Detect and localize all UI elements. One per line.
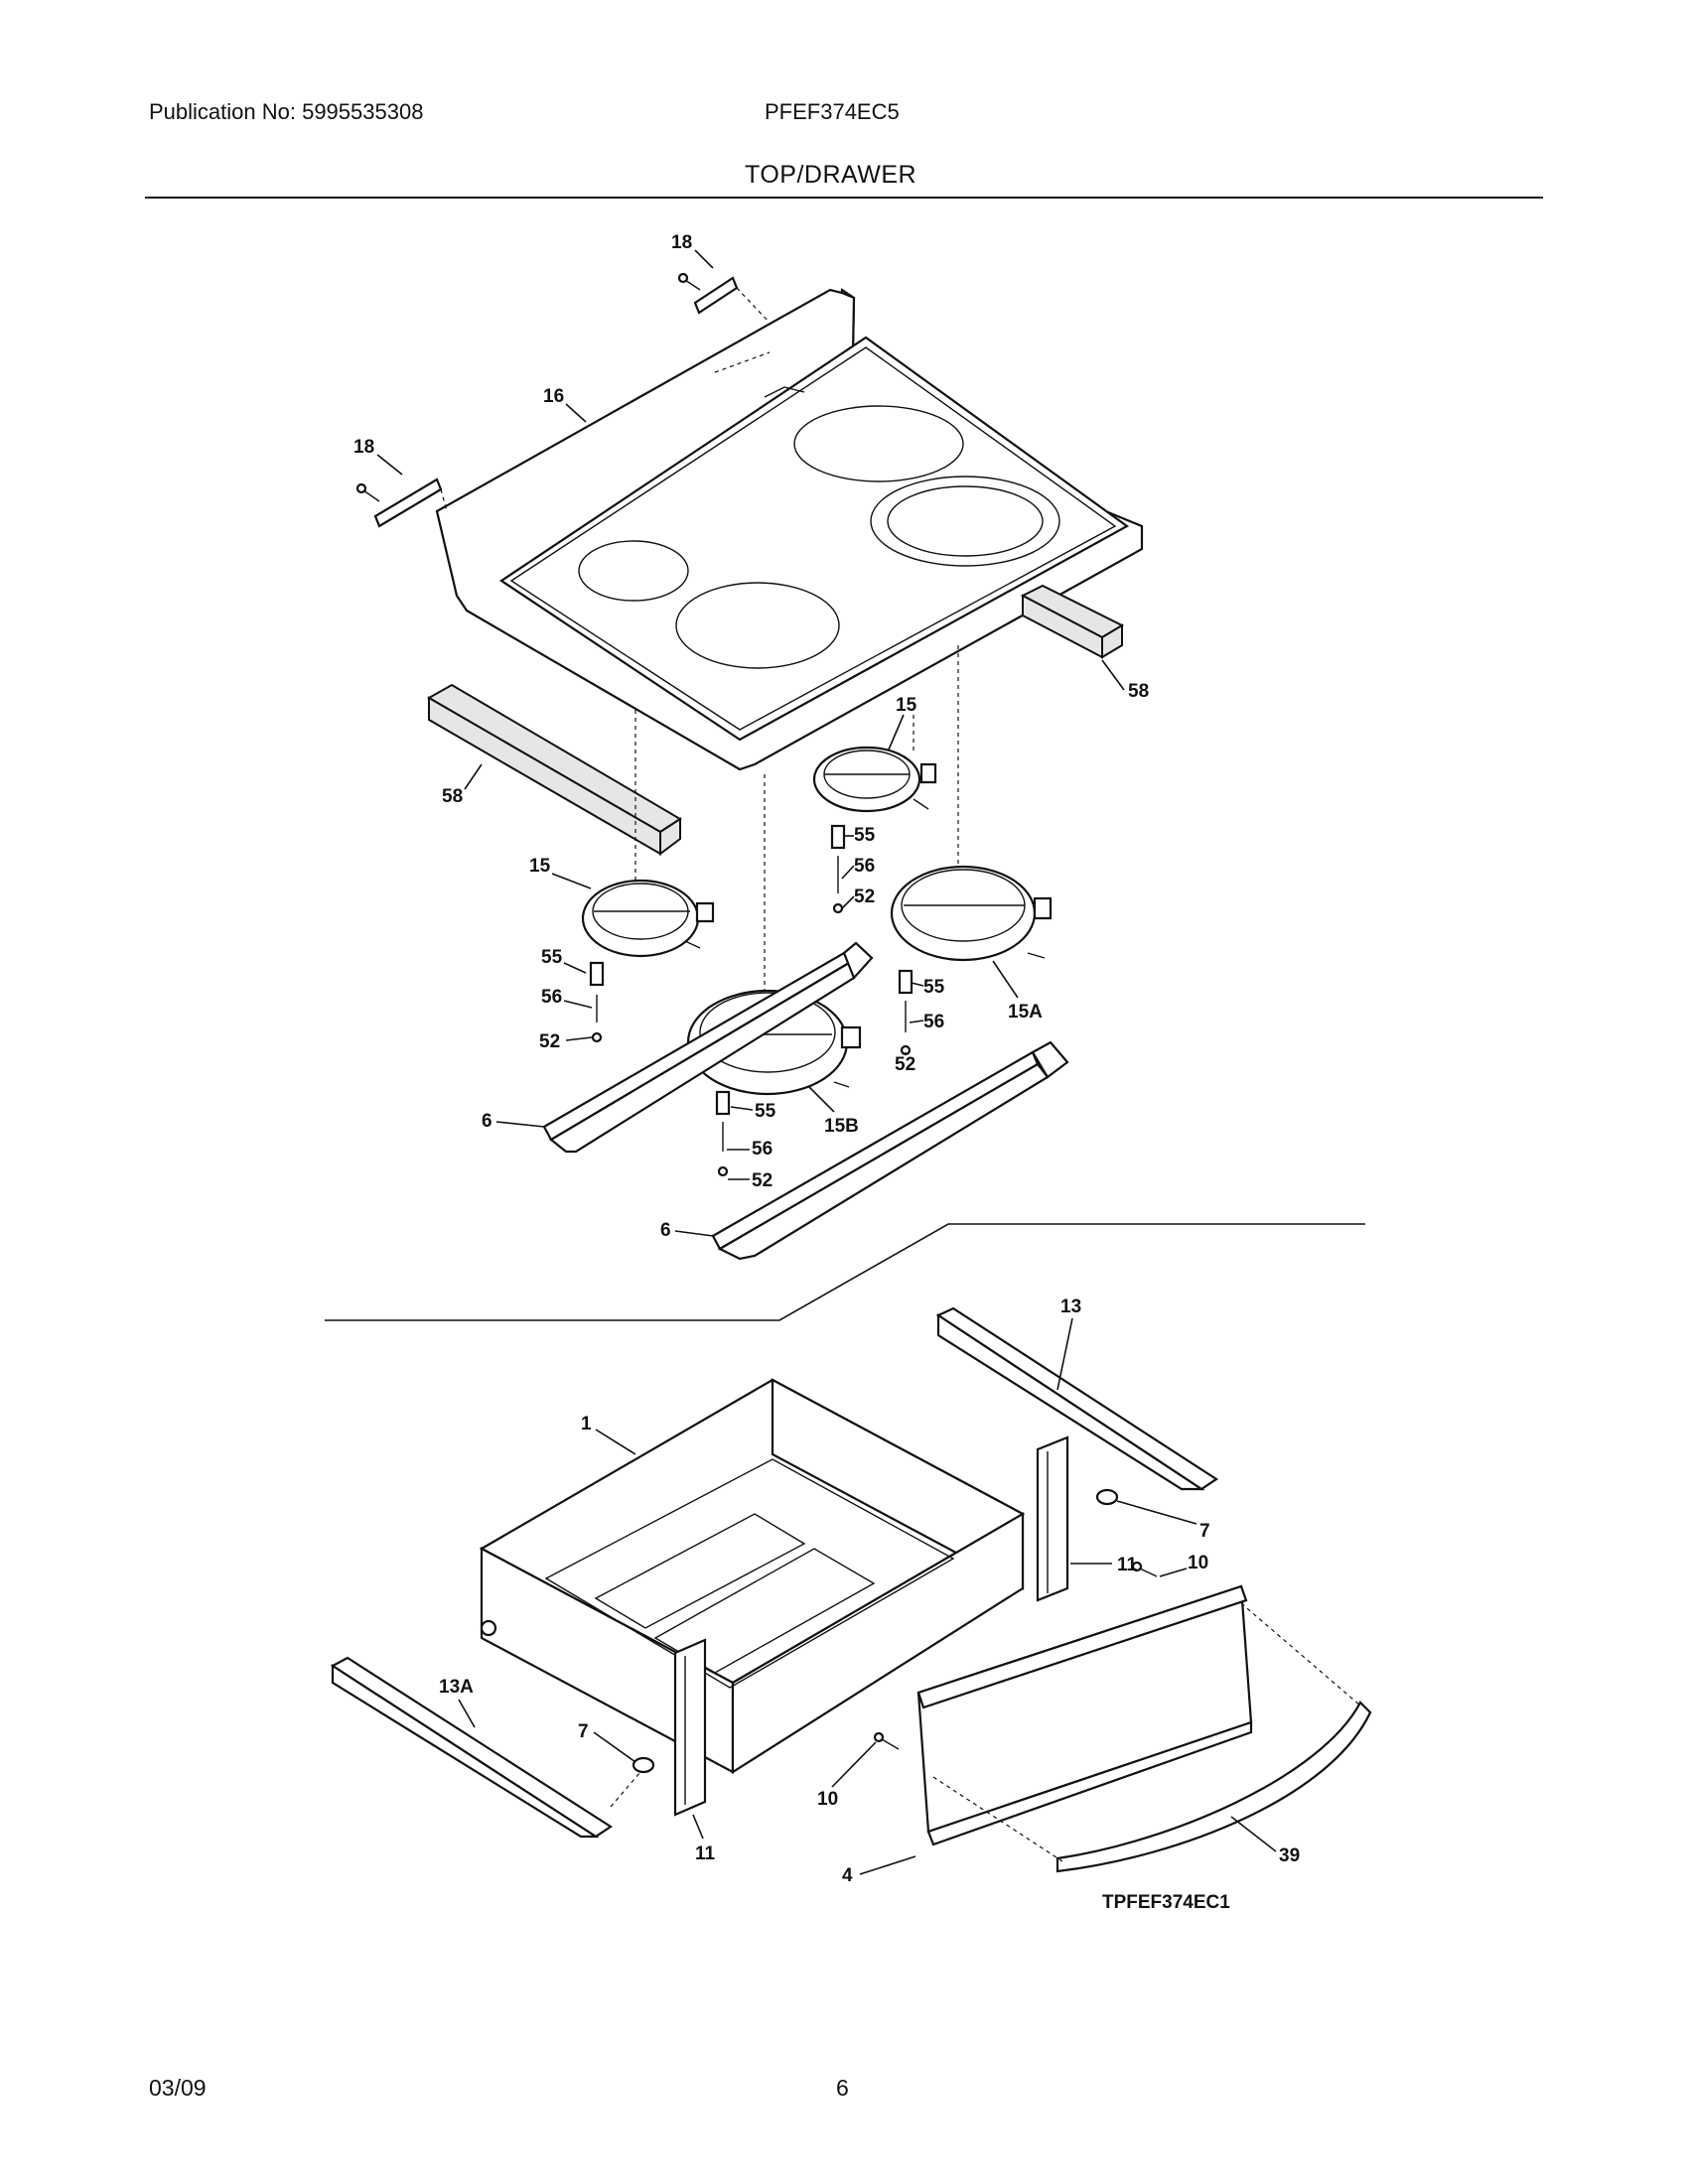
callout-11-left: 11 (695, 1843, 716, 1864)
callout-56-right: 56 (923, 1012, 944, 1032)
element-bracket-6-lower (711, 1040, 1069, 1261)
callout-55-upper: 55 (854, 825, 876, 846)
foam-strip-58-left (426, 683, 682, 856)
drawer-slide-11-right (1036, 1435, 1069, 1602)
callout-4: 4 (842, 1865, 853, 1886)
callout-7-right: 7 (1199, 1521, 1210, 1542)
footer-date: 03/09 (149, 2075, 207, 2101)
callout-15A: 15A (1008, 1002, 1043, 1023)
handle-39 (1055, 1701, 1372, 1873)
callout-52-upper: 52 (854, 887, 875, 907)
callout-56-upper: 56 (854, 856, 875, 877)
callout-58-right: 58 (1128, 681, 1149, 702)
page-number: 6 (836, 2075, 849, 2101)
callout-15-upper: 15 (896, 695, 917, 716)
foam-strip-58-right (1020, 584, 1125, 659)
bracket-18-top (677, 272, 771, 324)
drawer-front-4 (916, 1584, 1253, 1846)
callout-11-right: 11 (1117, 1555, 1138, 1575)
callout-55-right: 55 (923, 977, 945, 998)
callout-56-left: 56 (541, 987, 562, 1008)
model-number: PFEF374EC5 (765, 99, 900, 124)
screws-10 (873, 1561, 1158, 1750)
callout-10-right: 10 (1188, 1553, 1208, 1573)
callout-39: 39 (1279, 1845, 1300, 1866)
callout-13: 13 (1060, 1297, 1081, 1317)
callout-10-left: 10 (817, 1789, 838, 1810)
element-15-upper (812, 746, 937, 813)
drawing-id: TPFEF374EC1 (1102, 1892, 1230, 1913)
rail-13A (330, 1656, 655, 1839)
callout-16: 16 (543, 386, 564, 407)
callout-13A: 13A (439, 1677, 474, 1698)
rail-13 (935, 1306, 1219, 1506)
section-divider (325, 1223, 1365, 1321)
callout-labels: 18 18 16 58 58 15 15 55 56 52 55 56 52 1… (353, 232, 1300, 1913)
callout-52-right: 52 (895, 1054, 915, 1075)
spacer-screw-nut-sets (589, 824, 914, 1177)
element-15A (890, 865, 1053, 962)
callout-15B: 15B (824, 1116, 859, 1137)
callout-52-left: 52 (539, 1031, 560, 1052)
callout-55-lower: 55 (755, 1101, 776, 1122)
section-title: TOP/DRAWER (745, 161, 917, 189)
element-15-left (581, 879, 715, 958)
publication-number: Publication No: 5995535308 (149, 99, 424, 124)
callout-1: 1 (581, 1414, 592, 1434)
drawer-slide-11-left (673, 1638, 707, 1817)
cooktop-assembly (435, 288, 1144, 771)
header-rule (145, 197, 1543, 199)
callout-6-lower: 6 (660, 1220, 671, 1241)
callout-18-left: 18 (353, 437, 374, 458)
callout-58-left: 58 (442, 786, 463, 807)
callout-7-left: 7 (578, 1721, 589, 1742)
callout-6-upper: 6 (482, 1111, 492, 1132)
callout-18-top: 18 (671, 232, 692, 253)
callout-52-lower: 52 (752, 1170, 773, 1191)
element-bracket-6-upper (542, 941, 874, 1154)
callout-55-left: 55 (541, 947, 563, 968)
callout-56-lower: 56 (752, 1139, 773, 1160)
drawer-body-1 (479, 1378, 1026, 1774)
bracket-18-left (355, 478, 448, 528)
callout-15-left: 15 (529, 856, 551, 877)
